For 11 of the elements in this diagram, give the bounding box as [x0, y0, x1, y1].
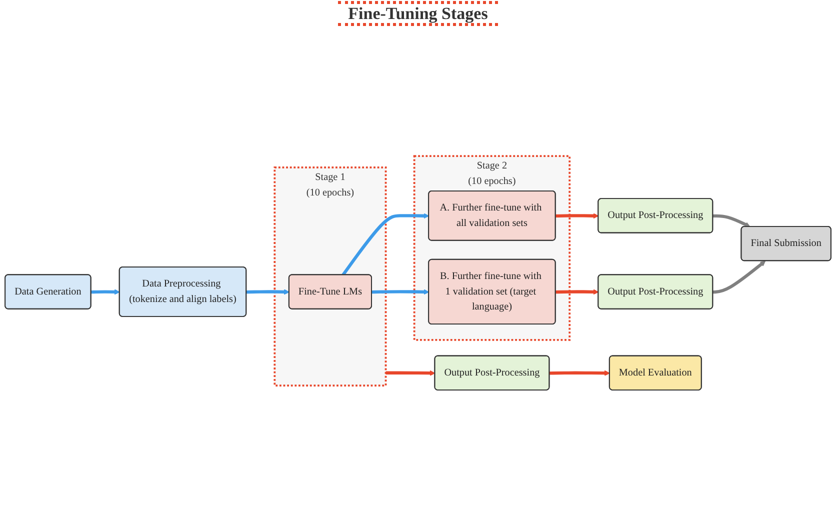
arrow: [342, 214, 430, 276]
arrow: [556, 290, 599, 296]
arrow: [550, 370, 610, 376]
arrow: [372, 290, 430, 296]
arrow: [91, 290, 120, 296]
diagram-title: Fine-Tuning Stages: [338, 1, 498, 26]
arrow: [386, 370, 436, 376]
arrow: [712, 261, 766, 294]
arrow: [246, 290, 290, 296]
arrow: [556, 214, 599, 220]
arrow: [712, 214, 750, 228]
